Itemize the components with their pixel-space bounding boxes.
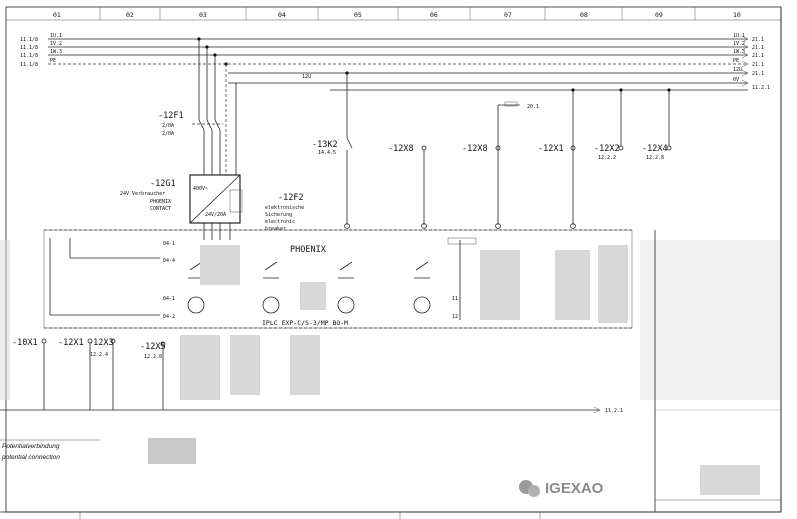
psu-brand: CONTACT xyxy=(150,206,171,212)
wire-ref: 20.1 xyxy=(527,104,539,110)
bus-ref: 21.1 xyxy=(752,37,764,43)
component-tag: -12X5 xyxy=(140,342,166,352)
obscured-area xyxy=(0,240,780,495)
note-line: potential connection xyxy=(1,454,60,461)
bus-signal: 0V xyxy=(733,77,739,83)
psu-desc: 24V Verbraucher xyxy=(120,191,165,197)
io-module: PHOENIX IPLC EXP-C/S-3/MP BO-M 04-1 04-4… xyxy=(43,229,633,329)
port-label: 12 xyxy=(452,314,458,320)
legend-note: Potentialverbindung potential connection xyxy=(0,439,100,461)
bus-signal: 1W.3 xyxy=(50,49,62,55)
component-tag: -12X4 xyxy=(642,144,668,154)
bus-ref: 11.1/8 xyxy=(20,62,38,68)
bus-signal: 12U xyxy=(733,67,742,73)
component-tag: -12X1 xyxy=(58,338,84,348)
bus-ref: 11.2.1 xyxy=(752,85,770,91)
component-tag: -10X1 xyxy=(12,338,38,348)
component-tag: -12X8 xyxy=(388,144,414,154)
component-tag: -12X1 xyxy=(538,144,564,154)
component-tag: -12F1 xyxy=(158,111,184,121)
bus-ref: 21.1 xyxy=(752,45,764,51)
component-tag: -12F2 xyxy=(278,193,304,203)
bus-signal: 1W.3 xyxy=(733,49,745,55)
column-label: 01 xyxy=(53,11,61,19)
component-tag: -12X3 xyxy=(88,338,114,348)
component-desc: electronic xyxy=(265,219,295,225)
column-label: 05 xyxy=(354,11,362,19)
bus-signal: 1U.1 xyxy=(733,33,745,39)
terminal-x4: -12X4 12.2.8 xyxy=(642,88,672,161)
bus-ref: 21.1 xyxy=(752,71,764,77)
bus-ref: 21.1 xyxy=(752,62,764,68)
port-label: 04-2 xyxy=(163,314,175,320)
terminal-x2: -12X2 12.2.2 xyxy=(594,88,624,161)
component-desc: breaker xyxy=(265,226,286,232)
column-label: 02 xyxy=(126,11,134,19)
note-line: Potentialverbindung xyxy=(2,443,60,450)
column-label: 10 xyxy=(733,11,741,19)
port-label: 04-1 xyxy=(163,241,175,247)
psu-input: 400V~ xyxy=(193,186,208,192)
module-label: IPLC EXP-C/S-3/MP BO-M xyxy=(262,319,348,327)
right-bus-labels: 1U.1 1V.2 1W.3 PE 12U 0V 21.1 21.1 21.1 … xyxy=(733,33,770,91)
terminal-x8-b: 20.1 -12X8 xyxy=(462,101,539,229)
bus-signal: 1U.1 xyxy=(50,33,62,39)
relay-k2: -13K2 14.4.5 xyxy=(312,71,353,229)
column-label: 04 xyxy=(278,11,286,19)
component-rating: 2/0A xyxy=(162,131,174,137)
column-label: 09 xyxy=(655,11,663,19)
component-tag: -12X8 xyxy=(462,144,488,154)
component-desc: elektronische xyxy=(265,205,304,211)
bus-ref: 11.1/8 xyxy=(20,53,38,59)
bus-ref: 11.1/8 xyxy=(20,45,38,51)
bus-ref: 21.1 xyxy=(752,53,764,59)
bus-signal: 1V.2 xyxy=(50,41,62,47)
component-desc: Sicherung xyxy=(265,212,292,218)
port-label: 04-4 xyxy=(163,258,175,264)
bus-ref: 11.1/8 xyxy=(20,37,38,43)
wire-label: 12U xyxy=(302,74,311,80)
module-brand: PHOENIX xyxy=(290,245,327,255)
component-ref: 12.2.8 xyxy=(144,354,162,360)
component-ref: 14.4.5 xyxy=(318,150,336,156)
component-tag: -12G1 xyxy=(150,179,176,189)
column-header: 01 02 03 04 05 06 07 08 09 10 xyxy=(53,7,741,20)
left-bus-labels: 11.1/8 11.1/8 11.1/8 11.1/8 1U.1 1V.2 1W… xyxy=(20,33,62,68)
breaker-f2: -12F2 elektronische Sicherung electronic… xyxy=(229,189,304,232)
component-rating: 2/0A xyxy=(162,123,174,129)
port-label: 11 xyxy=(452,296,458,302)
component-ref: 12.2.4 xyxy=(90,352,108,358)
port-label: 04-1 xyxy=(163,296,175,302)
breaker-f1: -12F1 2/0A 2/0A xyxy=(158,111,223,175)
psu-brand: PHOENIX xyxy=(150,199,171,205)
component-ref: 12.2.2 xyxy=(598,155,616,161)
psu-output: 24V/20A xyxy=(205,212,226,218)
power-bus xyxy=(48,35,749,87)
bus-signal: 1V.2 xyxy=(733,41,745,47)
terminal-x1: -12X1 xyxy=(538,88,576,229)
bus-signal: PE xyxy=(733,58,739,64)
component-ref: 12.2.8 xyxy=(646,155,664,161)
column-label: 08 xyxy=(580,11,588,19)
watermark-text: IGEXAO xyxy=(545,480,604,497)
column-label: 03 xyxy=(199,11,207,19)
terminal-x8-a: -12X8 xyxy=(388,144,427,229)
wire-ref: 11.2.1 xyxy=(605,408,623,414)
column-label: 07 xyxy=(504,11,512,19)
watermark: IGEXAO xyxy=(519,480,604,497)
component-tag: -12X2 xyxy=(594,144,620,154)
bus-drops xyxy=(197,37,228,175)
lower-terminals: -10X1 -12X1 -12X3 12.2.4 -12X5 12.2.8 11… xyxy=(0,338,781,414)
power-supply-g1: 400V~ 24V/20A -12G1 24V Verbraucher PHOE… xyxy=(120,174,241,240)
column-label: 06 xyxy=(430,11,438,19)
bus-signal: PE xyxy=(50,58,56,64)
component-tag: -13K2 xyxy=(312,140,338,150)
